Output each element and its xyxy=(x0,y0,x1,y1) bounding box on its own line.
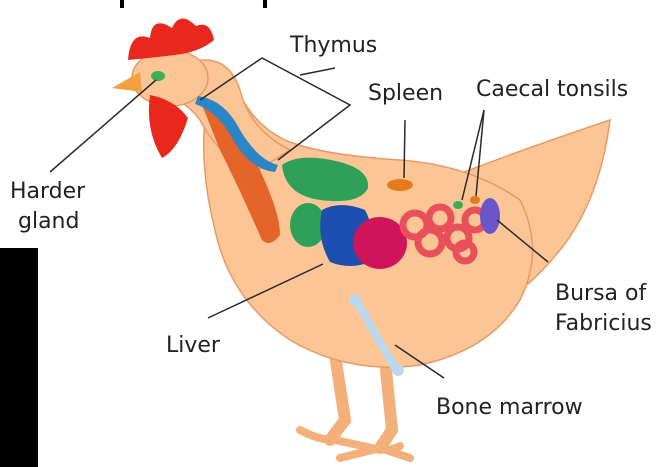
label-caecal-tonsils: Caecal tonsils xyxy=(476,77,628,102)
label-bursa-2: Fabricius xyxy=(555,311,652,336)
top-mark-left xyxy=(120,0,124,8)
label-harder-gland-2: gland xyxy=(18,209,79,234)
label-bone-marrow: Bone marrow xyxy=(436,395,583,420)
label-spleen: Spleen xyxy=(368,81,443,106)
left-black-bar xyxy=(0,248,38,467)
beak xyxy=(112,72,142,92)
top-mark-right xyxy=(263,0,267,8)
harder-gland xyxy=(151,71,165,81)
harder-gland-leader xyxy=(50,80,156,172)
label-harder-gland-1: Harder xyxy=(10,179,86,204)
comb xyxy=(128,18,214,60)
caecal-tonsil-right xyxy=(470,196,480,204)
spleen-leader xyxy=(404,120,405,178)
label-thymus: Thymus xyxy=(289,33,377,58)
gizzard xyxy=(353,217,407,269)
bursa xyxy=(480,198,500,234)
label-bursa-1: Bursa of xyxy=(555,281,647,306)
caecal-tonsil-left xyxy=(453,201,463,209)
label-liver: Liver xyxy=(166,333,221,358)
spleen-organ xyxy=(387,179,413,191)
